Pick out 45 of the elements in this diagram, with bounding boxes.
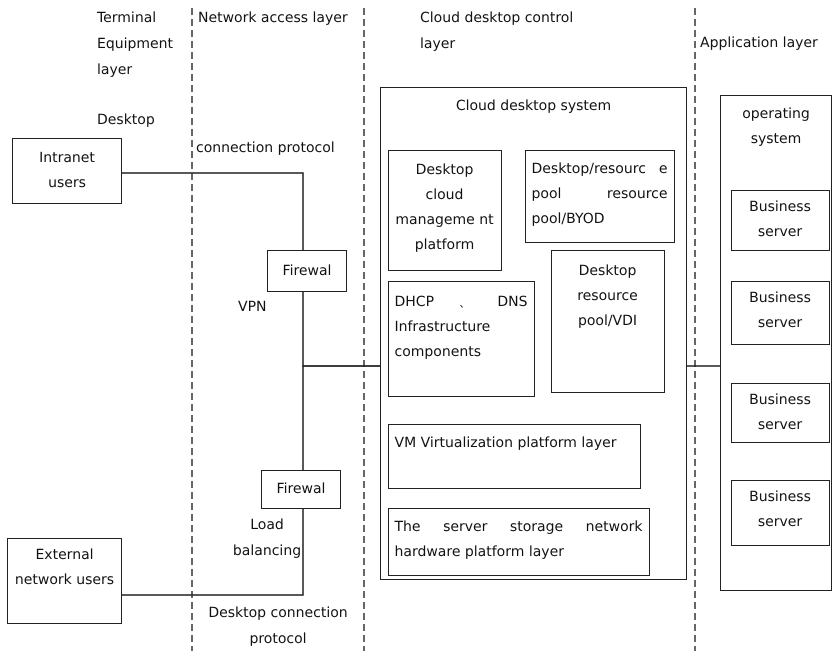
box-label: External network users [14,546,115,590]
component-box [267,250,347,292]
group-heading: operating system [741,105,811,149]
layer-heading: Cloud desktop control layer [420,9,574,54]
component-box [550,250,664,392]
component-box [388,280,534,396]
connector-line [687,365,720,367]
connector-line [122,172,304,250]
component-box [730,480,830,546]
box-label: DHCP、DNS Infrastructure components [394,292,528,362]
component-box [730,280,830,344]
annotation-text: Desktop [97,111,156,130]
box-label: Intranet users [38,149,96,193]
layer-heading: Terminal Equipment layer [97,9,174,80]
box-label: VM Virtualization platform layer [394,434,618,452]
annotation-text: VPN [238,298,268,317]
annotation-text: Desktop connection protocol [207,604,349,649]
box-label: Business server [748,198,812,242]
annotation-text: connection protocol [196,139,336,158]
annotation-text: Load balancing [232,516,302,561]
component-box [12,138,122,204]
box-label: Desktop cloud manageme nt platform [394,160,494,254]
component-box [261,470,341,509]
component-box [730,382,830,442]
box-label: Firewal [282,262,332,281]
component-box [388,150,502,270]
layer-heading: Network access layer [198,9,349,28]
group-heading: Cloud desktop system [454,97,612,116]
component-box [524,150,674,242]
group-box [720,95,832,591]
component-box [730,190,830,250]
layer-heading: Application layer [700,34,819,53]
box-label: Business server [748,488,812,532]
box-label: Business server [748,390,812,434]
box-label: The server storage network hardware platform layer [394,518,642,562]
component-box [388,424,640,488]
component-box [388,508,650,576]
connector-line [122,509,304,596]
connector-line [302,365,380,470]
box-label: Firewal [276,480,326,499]
box-label: Business server [748,288,812,332]
component-box [7,538,122,624]
box-label: Desktop resource pool/VDI [576,262,639,330]
group-box [380,87,687,580]
box-label: Desktop/resourc e pool resource pool/BYOD [532,160,668,228]
